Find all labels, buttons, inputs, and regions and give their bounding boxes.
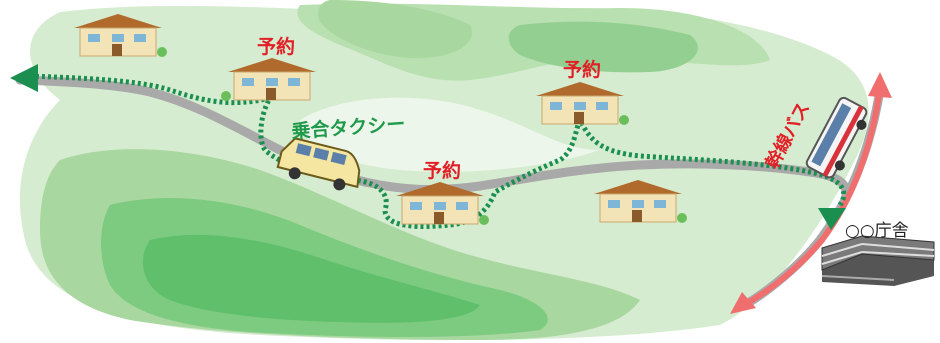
hill-center-white	[300, 97, 600, 172]
bus-arrow-up	[868, 72, 892, 98]
hill-upper-left	[318, 0, 472, 59]
hill-upper-right	[508, 21, 698, 73]
landscape	[19, 0, 869, 341]
bus-route	[730, 72, 892, 314]
bus-route-line	[739, 85, 883, 309]
house-reserved-2	[536, 82, 629, 125]
reservation-label-1: 予約	[257, 35, 295, 58]
taxi-route	[10, 64, 847, 230]
taxi-arrow-left	[10, 64, 38, 92]
house-right	[594, 180, 687, 223]
office-building-icon	[821, 235, 935, 286]
reservation-label-2: 予約	[563, 58, 601, 81]
reservation-label-3: 予約	[423, 159, 461, 182]
taxi-arrow-down	[818, 208, 846, 230]
house-top-left	[74, 14, 167, 57]
bus-arrow-down	[730, 292, 756, 314]
office-label: ○○庁舎	[845, 221, 909, 241]
hill-peak	[142, 234, 480, 323]
house-reserved-3	[396, 182, 489, 225]
taxi-van-icon	[276, 137, 361, 191]
bus-icon	[805, 96, 868, 179]
house-reserved-1	[221, 58, 316, 101]
